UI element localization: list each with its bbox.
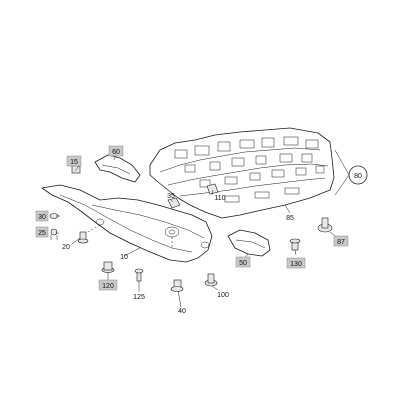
callout-125: 125	[133, 294, 145, 301]
callout-30: 30	[35, 210, 49, 222]
label-50: 50	[239, 260, 247, 267]
callout-25: 25	[35, 226, 49, 238]
label-35: 35	[167, 193, 175, 200]
callout-110: 110	[214, 195, 225, 202]
fastener-part-100	[204, 273, 218, 287]
callout-60: 60	[108, 145, 124, 157]
bracket-part-60	[94, 154, 141, 183]
bracket-part-35	[167, 197, 181, 209]
label-125: 125	[133, 294, 145, 301]
callout-100: 100	[217, 292, 229, 299]
label-80: 80	[354, 173, 362, 180]
label-110: 110	[214, 195, 225, 202]
fastener-part-20	[77, 231, 89, 244]
label-120: 120	[102, 283, 114, 290]
label-130: 130	[290, 261, 302, 268]
bracket-part-50	[227, 229, 271, 257]
label-30: 30	[38, 214, 46, 221]
callout-120: 120	[98, 279, 118, 291]
label-60: 60	[112, 149, 120, 156]
callout-20: 20	[62, 244, 70, 251]
callout-35: 35	[167, 193, 175, 200]
fastener-part-40	[170, 279, 184, 292]
callout-80: 80	[348, 165, 368, 185]
label-85: 85	[286, 215, 294, 222]
label-25: 25	[38, 230, 46, 237]
clip-part-110	[206, 183, 219, 195]
engine-underbody-panel	[149, 127, 335, 219]
label-20: 20	[62, 244, 70, 251]
fastener-part-120	[101, 261, 115, 273]
label-15: 15	[70, 159, 78, 166]
fastener-part-87	[317, 217, 333, 233]
fastener-part-25	[50, 228, 58, 240]
callout-40: 40	[178, 308, 186, 315]
label-10: 10	[120, 254, 128, 261]
callout-10: 10	[120, 254, 128, 261]
label-100: 100	[217, 292, 229, 299]
fastener-part-125	[134, 268, 144, 282]
label-40: 40	[178, 308, 186, 315]
callout-87: 87	[333, 235, 349, 247]
callout-130: 130	[286, 257, 306, 269]
fastener-part-130	[289, 238, 301, 251]
callout-15: 15	[66, 155, 82, 167]
label-87: 87	[337, 239, 345, 246]
front-lower-panel	[41, 184, 213, 263]
callout-85: 85	[286, 215, 294, 222]
callout-50: 50	[235, 256, 251, 268]
